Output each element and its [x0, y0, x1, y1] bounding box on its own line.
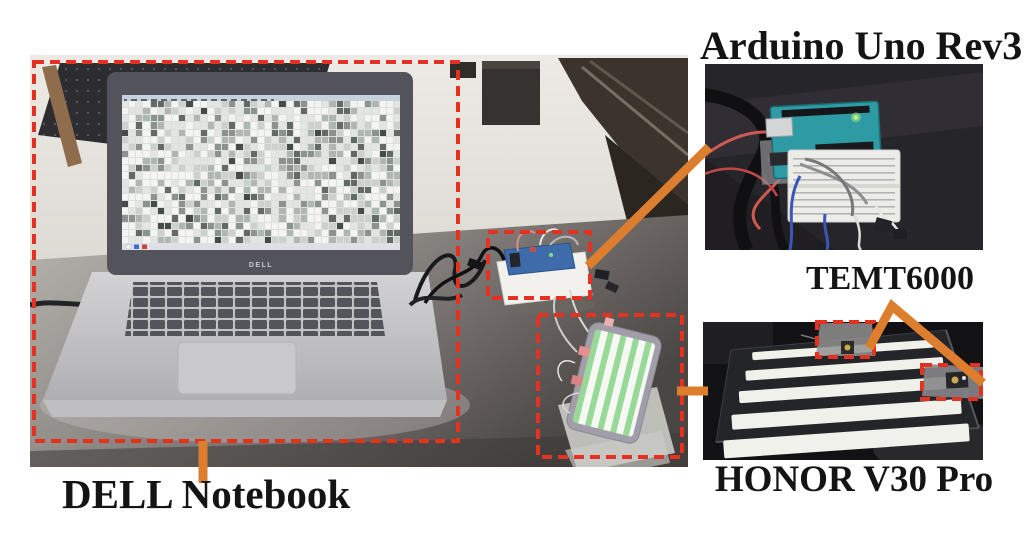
sensor-label: TEMT6000 [805, 260, 975, 297]
screen-taskbar [122, 243, 400, 250]
laptop-label: DELL Notebook [62, 471, 351, 517]
arduino-inset-label: Arduino Uno Rev3 [700, 23, 1023, 68]
dell-logo: DELL [249, 262, 273, 269]
laptop-touchpad [177, 341, 297, 395]
desk-front-edge [30, 433, 688, 467]
laptop-front-lip [43, 400, 447, 417]
setup-photo-art: DELL [30, 55, 688, 467]
receiver-phone [715, 329, 980, 459]
setup-photo: DELL [30, 55, 688, 467]
temt6000-sensor-right [922, 364, 983, 399]
laptop-screen [122, 95, 400, 250]
screen-menu-bar [122, 95, 400, 101]
honor-inset-photo [703, 322, 983, 460]
laptop-keyboard [125, 282, 385, 336]
arduino-inset-photo [705, 64, 983, 250]
phone-inset-label: HONOR V30 Pro [714, 459, 994, 500]
